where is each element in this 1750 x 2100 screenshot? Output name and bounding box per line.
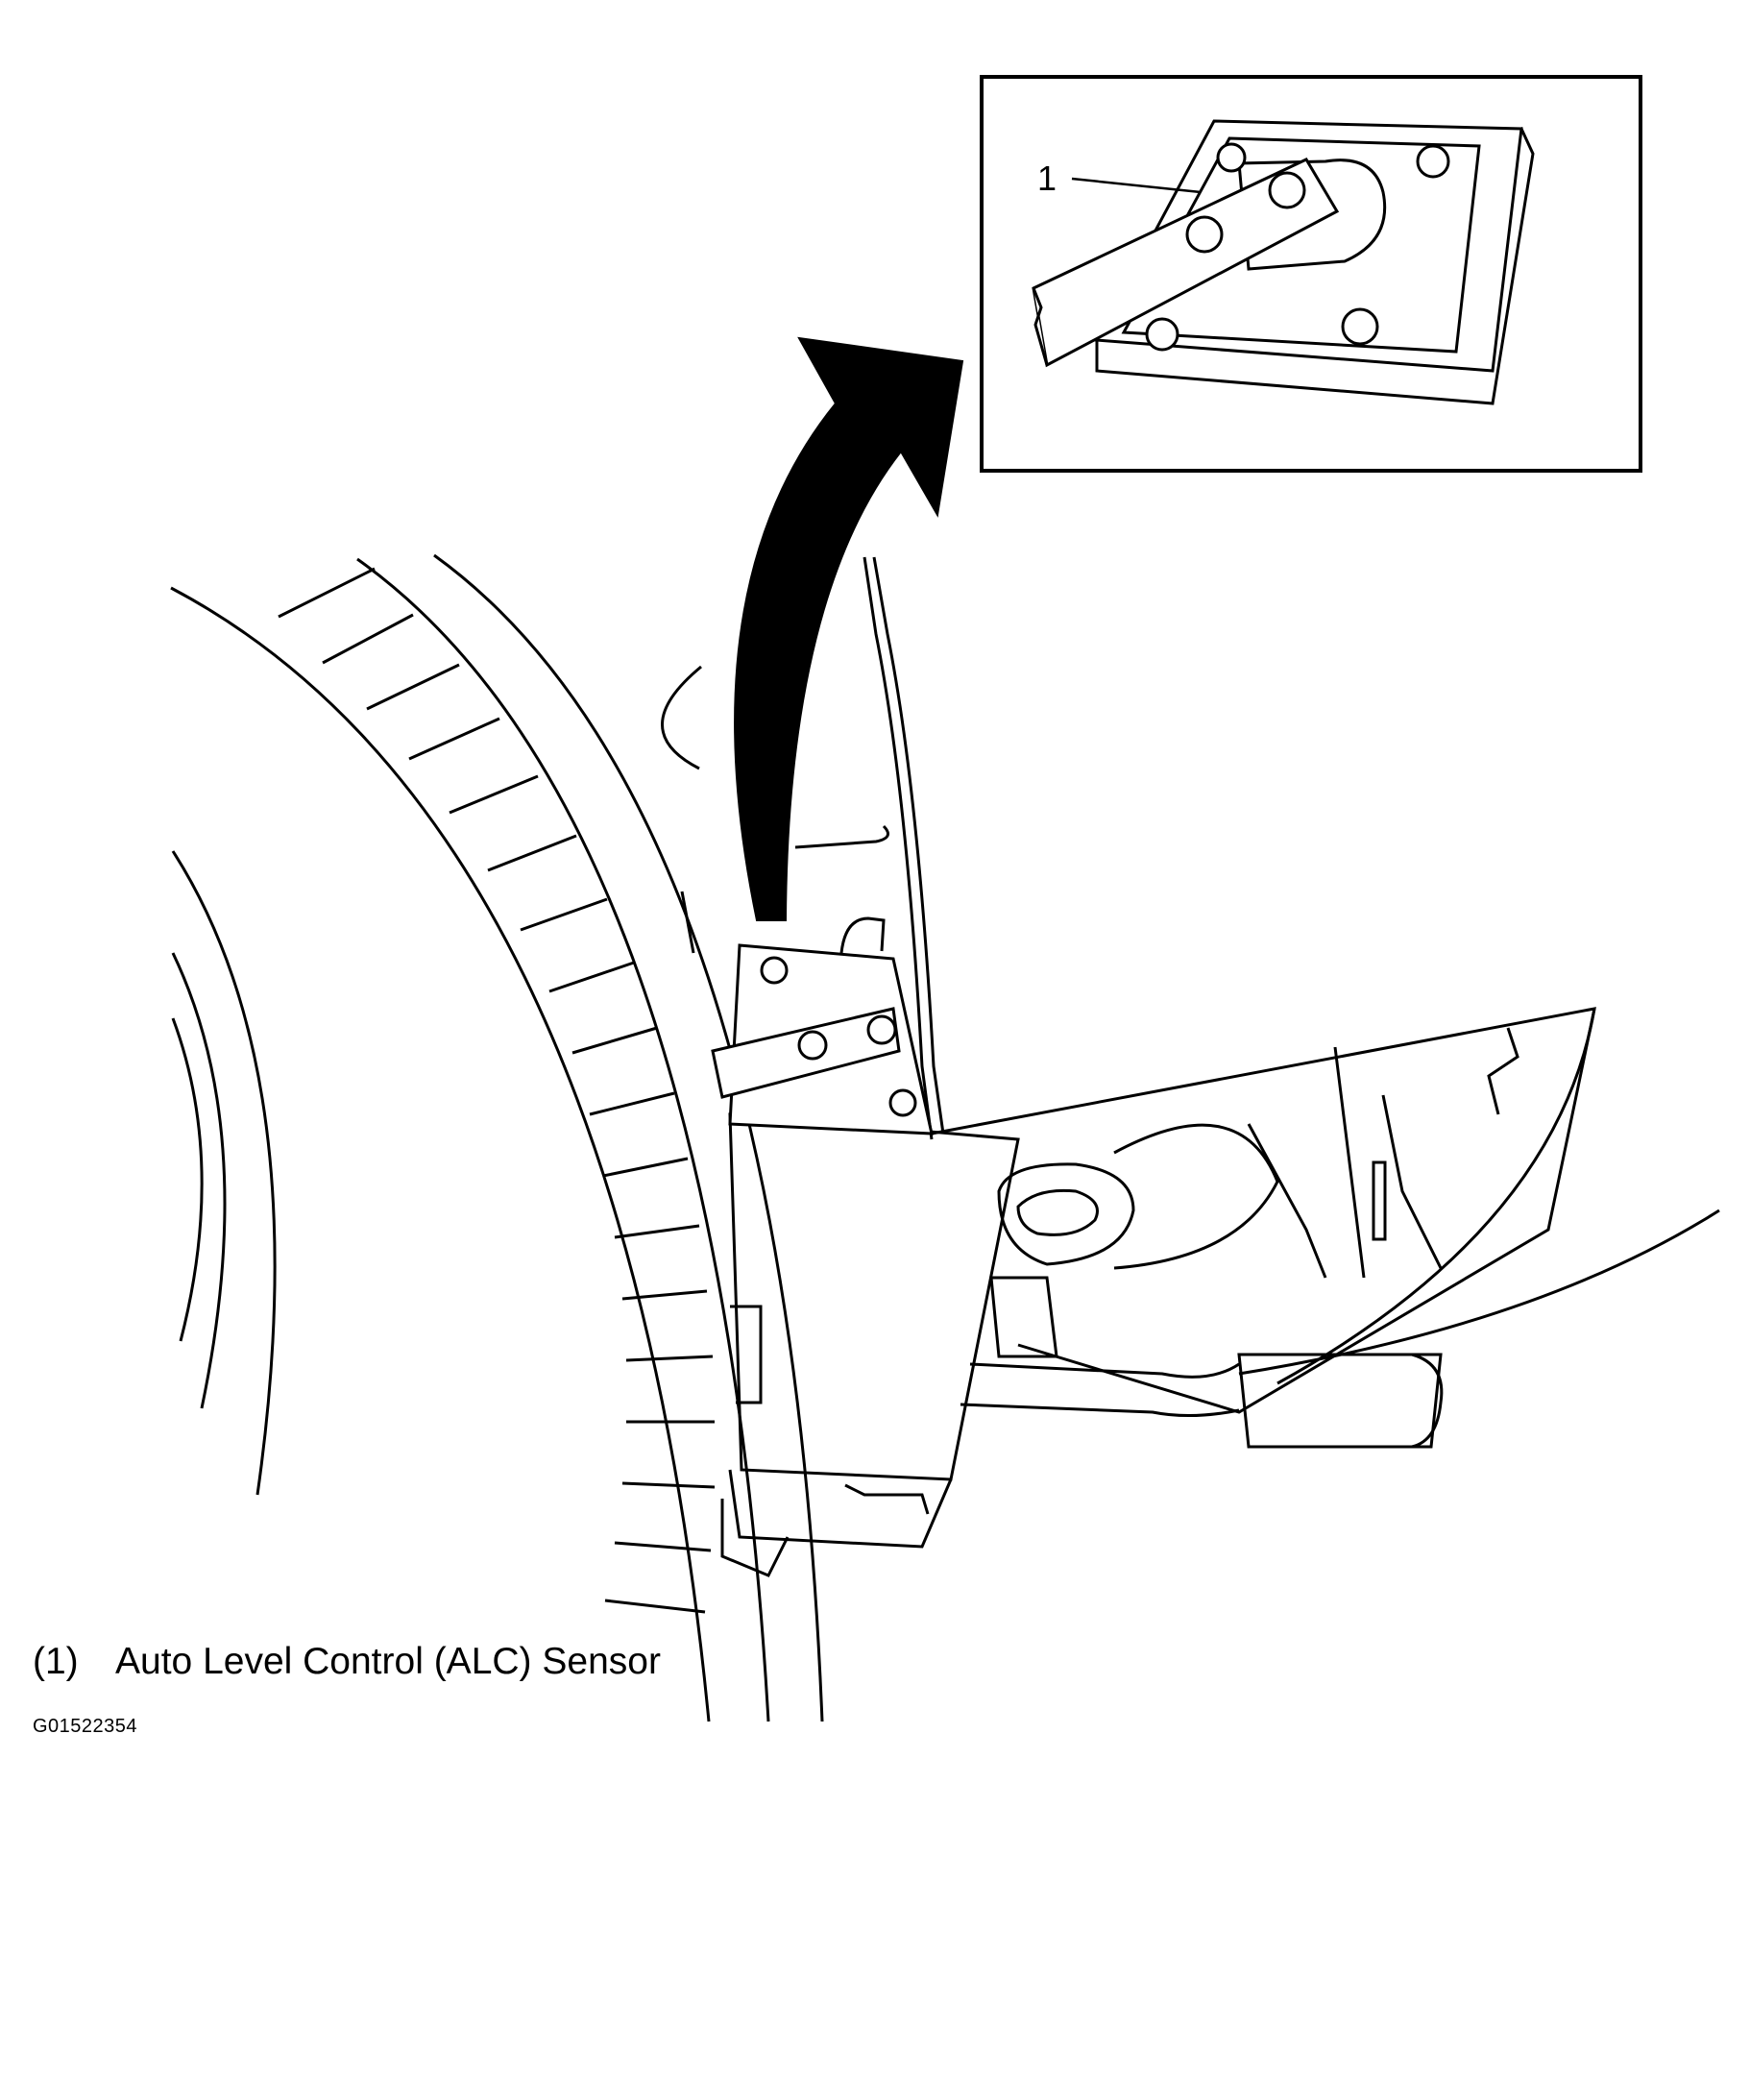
fender-edge <box>1276 1008 1596 1385</box>
knuckle-step <box>844 1483 930 1515</box>
inset-bolt-bottom-right <box>1341 307 1379 346</box>
arm-slot <box>1372 1160 1387 1241</box>
tire-tread-inner <box>433 553 824 1722</box>
legend-key: (1) <box>33 1641 79 1682</box>
zoom-pointer-arrow <box>734 336 964 921</box>
legend-label: Auto Level Control (ALC) Sensor <box>115 1641 661 1682</box>
mount-bolt-a <box>760 956 789 985</box>
figure-id: G01522354 <box>33 1716 138 1737</box>
knuckle-block <box>728 1112 1020 1481</box>
tie-rod-lower <box>960 1403 1240 1418</box>
tie-rod <box>969 1362 1240 1379</box>
brace-slot <box>794 824 889 849</box>
mount-bolt-c <box>866 1014 897 1045</box>
hub-lower <box>989 1276 1058 1358</box>
vehicle-body-structure <box>661 556 1720 1577</box>
alc-sensor-mount-main <box>711 943 934 1135</box>
rim-arc-3 <box>171 1017 204 1342</box>
tie-rod-boot <box>1411 1353 1444 1449</box>
bushing-outer <box>997 1162 1135 1266</box>
rim-arc-2 <box>171 952 227 1409</box>
knuckle-foot <box>720 1499 790 1577</box>
wheel-tire <box>170 553 824 1722</box>
tire-outer-edge <box>170 586 711 1722</box>
mount-bolt-b <box>797 1030 828 1061</box>
upper-arc <box>661 665 702 770</box>
inset-sensor-arm <box>1032 158 1340 368</box>
knuckle-lower <box>728 1469 953 1549</box>
spring-coil <box>1113 1123 1279 1270</box>
tie-rod-end <box>1237 1353 1443 1449</box>
knuckle-tab <box>730 1305 763 1404</box>
inset-bolt-top-left <box>1216 142 1247 173</box>
bushing-inner <box>1016 1188 1099 1236</box>
inset-bolt-top-right <box>1416 144 1450 179</box>
lower-control-arm <box>931 1007 1596 1414</box>
tire-tread-lugs <box>278 567 716 1614</box>
brace-left <box>680 891 695 954</box>
arm-rib-2 <box>1487 1027 1519 1115</box>
strut-tower-panel <box>863 556 934 1140</box>
tire-tread-outer <box>356 557 770 1722</box>
strut-tower-panel-inner <box>872 556 945 1135</box>
inset-arm-break <box>1032 287 1049 366</box>
callout-leader-line <box>1071 177 1202 194</box>
hose-bend <box>839 916 886 954</box>
legend-item-1: (1) Auto Level Control (ALC) Sensor <box>33 1641 661 1683</box>
inset-bolt-arm-1 <box>1268 171 1306 209</box>
inset-detail-view: 1 <box>980 75 1642 473</box>
callout-number-1: 1 <box>1037 159 1057 198</box>
mount-bolt-d <box>888 1088 917 1117</box>
arm-detail-1 <box>1247 1123 1327 1279</box>
arm-rib-1 <box>1333 1046 1366 1279</box>
inset-bolt-bottom-left <box>1145 317 1179 352</box>
fender-curve <box>1238 1209 1720 1376</box>
rim-arc-1 <box>171 850 277 1496</box>
inset-bolt-arm-2 <box>1185 215 1224 254</box>
arm-detail-2 <box>1381 1094 1443 1269</box>
